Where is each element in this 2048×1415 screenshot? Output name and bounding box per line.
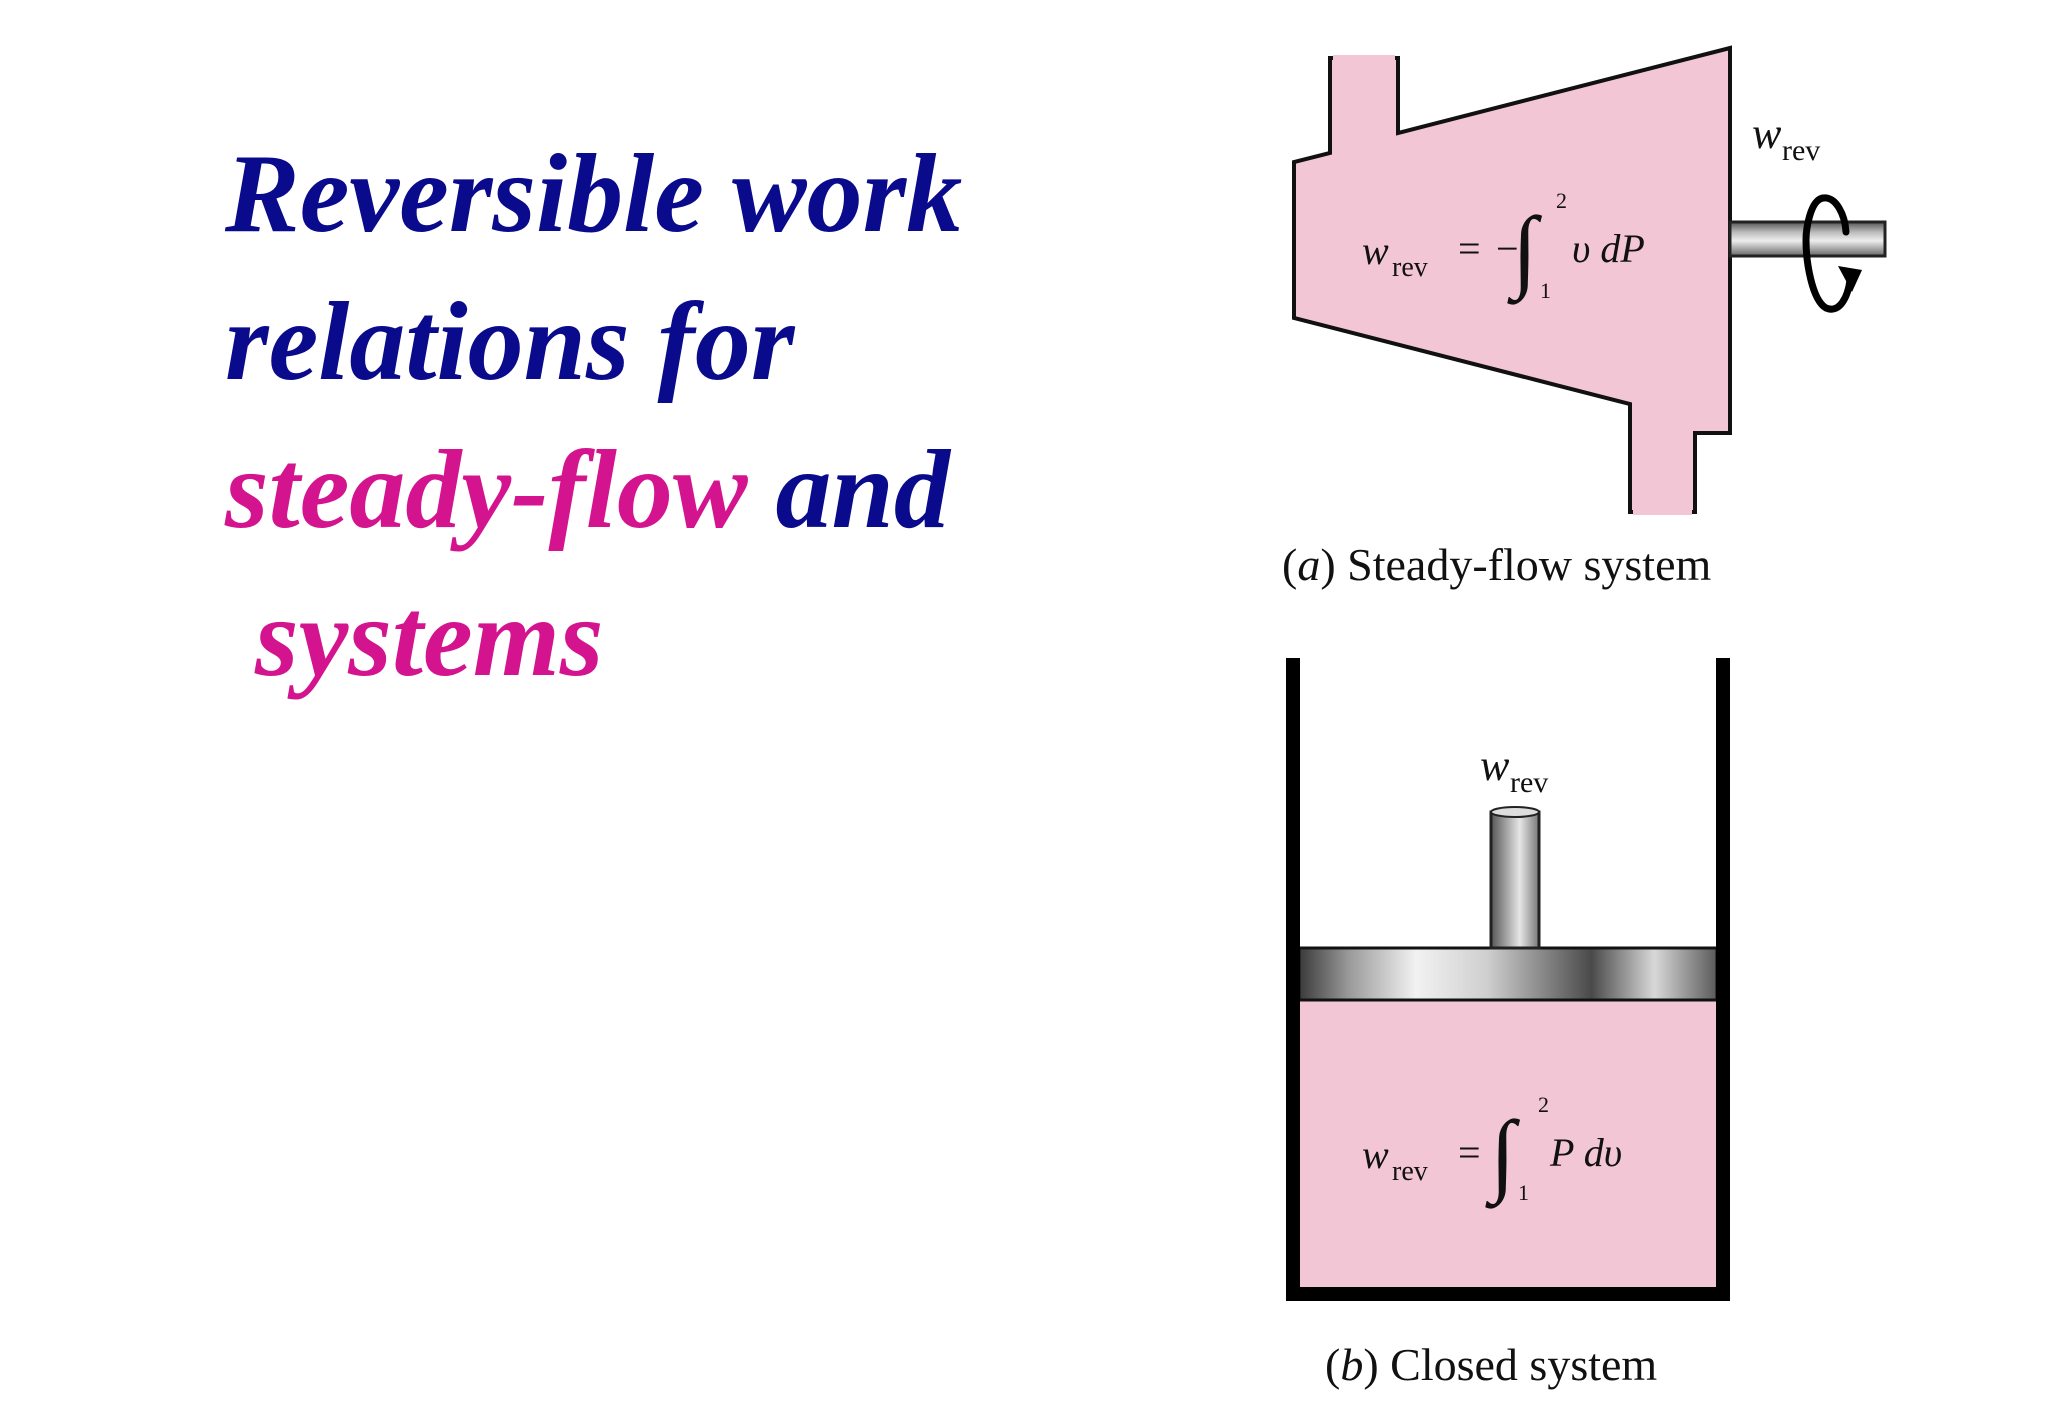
eq-b-integrand: P dυ [1549,1130,1622,1175]
eq-a-sub: rev [1392,252,1428,283]
eq-a-integrand: υ dP [1572,226,1645,271]
eq-b-lower: 1 [1518,1180,1529,1205]
turbine-body [1292,45,1732,514]
slide-title: Reversible work relations for steady-flo… [225,120,1085,712]
caption-a-letter: a [1297,539,1321,590]
rotation-arrow-icon [1802,194,1854,313]
piston [1297,946,1719,1002]
boundary-work-label-sub: rev [1510,766,1548,799]
eq-a-integral-icon: ∫ [1507,198,1542,305]
title-line-3: steady-flow and [225,416,1085,564]
eq-b-sub: rev [1392,1156,1428,1187]
eq-b-equals: = [1458,1130,1481,1175]
eq-a-minus: − [1496,226,1519,271]
rotation-arrow-back [1819,194,1850,236]
turbine-figure: w rev w rev = − ∫ 2 1 υ dP [1292,45,1887,515]
eq-b-integral-icon: ∫ [1485,1102,1520,1209]
eq-b-upper: 2 [1538,1092,1549,1117]
shaft-work-label-w: w [1752,109,1782,158]
rotation-arrowhead-icon [1838,266,1862,292]
caption-b: (b) Closed system [1325,1339,1658,1390]
eq-a-w: w [1362,228,1389,273]
eq-a-lower: 1 [1540,278,1551,303]
boundary-work-label-w: w [1480,741,1510,790]
rod-top [1490,806,1540,818]
title-line-4: systems [255,576,604,700]
title-line-2: relations for [225,280,795,404]
caption-a-text: Steady-flow system [1347,539,1712,590]
cylinder-wall [1286,658,1730,1301]
title-line-1: Reversible work [225,132,963,256]
caption-a: (a) Steady-flow system [1282,539,1712,590]
caption-b-text: Closed system [1390,1339,1658,1390]
shaft-work-label-sub: rev [1782,134,1820,167]
piston-cylinder-figure: w rev w rev = ∫ 2 1 P dυ [1286,658,1730,1301]
title-steady-flow: steady-flow [225,428,748,552]
cylinder-fluid [1299,1000,1717,1288]
caption-b-letter: b [1340,1339,1364,1390]
piston-rod [1489,810,1541,950]
eq-b-w: w [1362,1132,1389,1177]
eq-a-upper: 2 [1556,188,1567,213]
eq-a-equals: = [1458,226,1481,271]
title-and: and [775,428,950,552]
